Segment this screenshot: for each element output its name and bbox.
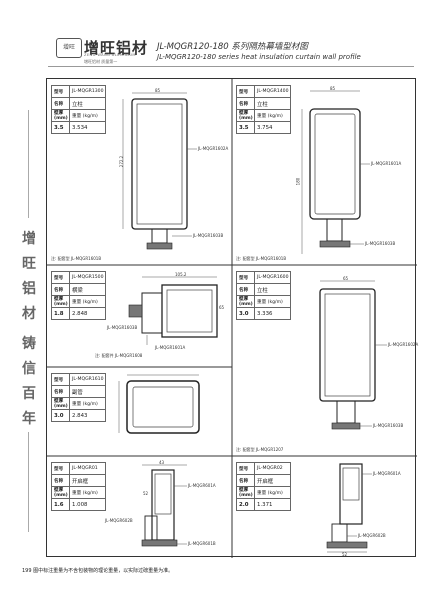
- spec-weight: 1.008: [69, 498, 106, 511]
- side-char: 材: [22, 306, 36, 322]
- dim-width: 105.2: [175, 272, 187, 277]
- profile-drawing: [141, 464, 187, 547]
- profile-drawing: [128, 276, 218, 345]
- callout-label: JL-MQGR1603B: [107, 325, 138, 330]
- brand-name: 增旺铝材: [84, 39, 149, 57]
- callout-label: JL-MQGR1602A: [388, 342, 419, 347]
- profile-drawing: [319, 280, 387, 430]
- spec-weight: 3.534: [69, 121, 106, 134]
- spec-weight: 3.754: [254, 121, 291, 134]
- callout-label: JL-MQGR602B: [105, 518, 133, 523]
- profile-drawing: [326, 463, 372, 553]
- side-char: 年: [22, 411, 36, 427]
- panel-note: 注: 配套型 JL-MQGR1601B: [236, 256, 287, 261]
- side-char: 铸: [22, 336, 36, 352]
- dim-width: 85: [330, 86, 336, 91]
- grid-lines: [47, 79, 417, 558]
- dim-height: 52: [143, 491, 149, 496]
- side-line-bottom: [28, 432, 29, 532]
- callout-label: JL-MQGR601A: [188, 483, 216, 488]
- callout-label: JL-MQGR1602A: [198, 146, 229, 151]
- callout-label: JL-MQGR601B: [188, 541, 216, 546]
- callout-label: JL-MQGR601A: [373, 471, 401, 476]
- spec-weight: 2.843: [69, 409, 106, 422]
- callout-label: JL-MQGR1603B: [365, 241, 396, 246]
- profile-drawing: [118, 374, 200, 434]
- side-char: 旺: [22, 256, 36, 272]
- page-title-cn: JL-MQGR120-180 系列隔热幕墙型材图: [157, 42, 308, 52]
- callout-label: JL-MQGR1603B: [373, 423, 404, 428]
- panel-note: 注: 配套型 JL-MQGR1601B: [51, 256, 102, 261]
- spec-thickness: 1.6: [51, 498, 70, 511]
- header-divider: [48, 66, 414, 67]
- dim-height: 180: [295, 177, 301, 186]
- page-footer: 199 图中标注重量为不含包装物的理论重量，以实际过磅重量为准。: [22, 568, 174, 574]
- dim-width: 65: [343, 276, 349, 281]
- side-char: 百: [22, 386, 36, 402]
- dim-height: 65: [219, 305, 225, 310]
- spec-weight: 2.848: [69, 307, 106, 320]
- page-header: 增旺 增旺铝材 ZENG WANG ALUMINIUM 增旺铝材 质量第一 JL…: [0, 0, 445, 70]
- side-char: 信: [22, 361, 36, 377]
- panel-note: 注: 配套件 JL-MQGR1608: [95, 353, 143, 358]
- spec-weight: 3.336: [254, 307, 291, 320]
- brand-slogan: 增旺铝材 质量第一: [84, 59, 118, 64]
- profile-drawing: [122, 92, 197, 250]
- callout-label: JL-MQGR1601A: [371, 161, 402, 166]
- side-line-top: [28, 110, 29, 218]
- side-char: 增: [22, 231, 36, 247]
- callout-label: JL-MQGR1601A: [155, 345, 186, 350]
- side-char: 铝: [22, 281, 36, 297]
- dim-height: 272.2: [119, 155, 125, 168]
- profile-drawing: [301, 90, 370, 254]
- brand-logo-icon: 增旺: [56, 38, 82, 58]
- panel-note: 注: 配套型 JL-MQGR1207: [236, 447, 284, 452]
- dim-width: 52: [342, 552, 348, 557]
- page-title-en: JL-MQGR120-180 series heat insulation cu…: [157, 53, 361, 61]
- brand-name-en: ZENG WANG ALUMINIUM: [84, 53, 136, 57]
- callout-label: JL-MQGR602B: [358, 533, 386, 538]
- dim-width: 85: [155, 88, 161, 93]
- spec-weight: 1.371: [254, 498, 291, 511]
- callout-label: JL-MQGR1603B: [193, 233, 224, 238]
- dim-width: 43: [159, 460, 165, 465]
